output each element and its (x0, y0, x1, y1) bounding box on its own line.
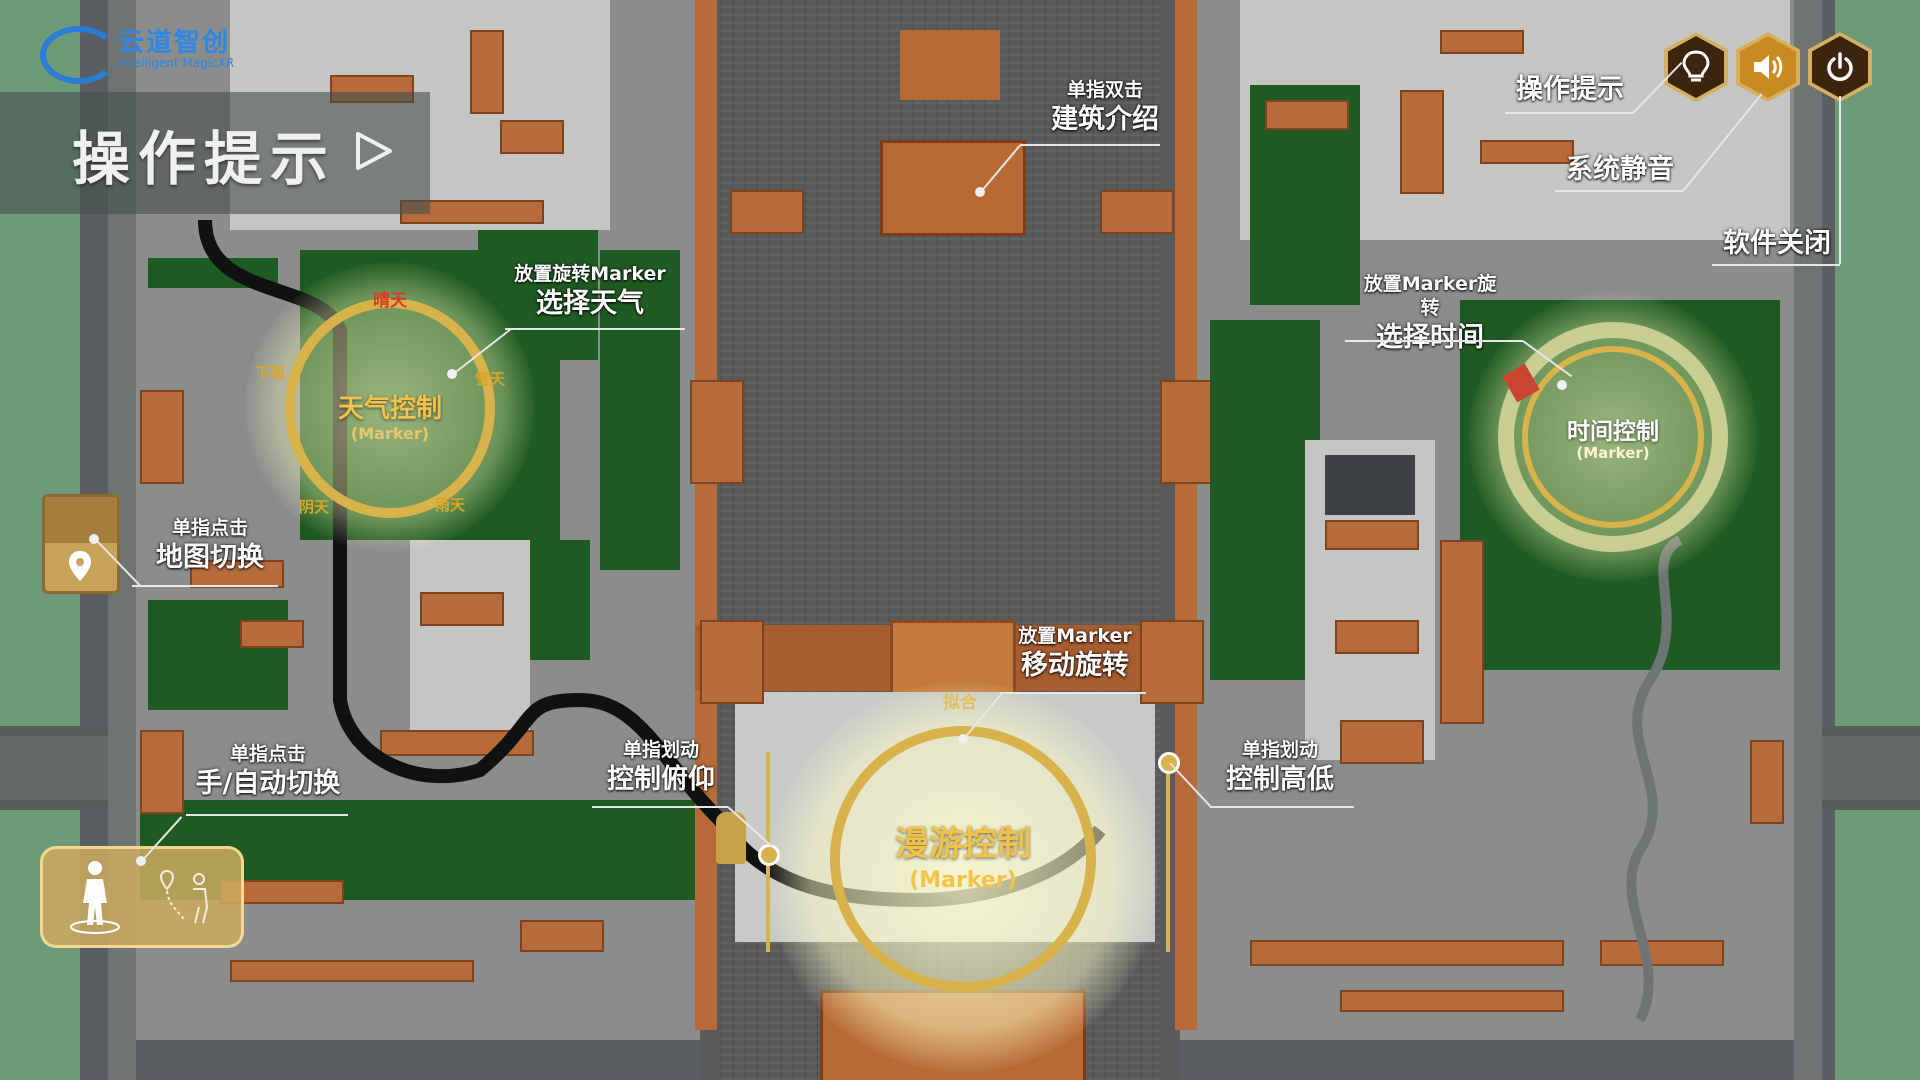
weather-rule (505, 328, 685, 330)
building (1600, 940, 1724, 966)
map-switch-button[interactable] (42, 494, 120, 594)
lawn (1210, 320, 1320, 680)
page-title: 操作提示 (72, 125, 337, 193)
weather-option-rain[interactable]: 雨天 (434, 496, 465, 514)
play-icon[interactable] (352, 130, 394, 172)
weather-dot (447, 369, 457, 379)
logo-tagline: Intelligent MagicXR (118, 56, 235, 70)
close-leader (1839, 96, 1841, 264)
hint-rule (1505, 112, 1633, 114)
weather-option-cloudy[interactable]: 阴天 (298, 498, 329, 516)
weather-option-sunny[interactable]: 晴天 (373, 291, 407, 311)
mode-switch-rule (186, 814, 348, 816)
height-rule (1210, 806, 1354, 808)
east-side-hall (1160, 380, 1214, 484)
time-marker-inner (1522, 346, 1704, 528)
building (140, 730, 184, 814)
pitch-slider-handle[interactable] (758, 844, 780, 866)
roam-callout: 放置Marker 移动旋转 (1018, 625, 1132, 681)
weather-marker-title: 天气控制 (337, 394, 442, 424)
speaker-icon (1754, 55, 1783, 79)
lawn (148, 600, 288, 710)
mute-label: 系统静音 (1566, 154, 1674, 185)
mute-rule (1555, 190, 1683, 192)
building (700, 620, 764, 704)
building (420, 592, 504, 626)
weather-marker[interactable] (285, 298, 495, 518)
building (1400, 90, 1444, 194)
building (140, 390, 184, 484)
wuying-compound (410, 540, 530, 740)
close-label: 软件关闭 (1723, 228, 1831, 259)
mode-switch-dot (136, 856, 146, 866)
building (190, 560, 284, 588)
lawn (600, 250, 680, 570)
time-dot (1557, 380, 1567, 390)
roam-dot (958, 734, 968, 744)
building (1140, 620, 1204, 704)
weather-marker-sub: (Marker) (350, 424, 430, 443)
close-rule (1712, 264, 1840, 266)
building-intro-dot (975, 187, 985, 197)
building (1340, 720, 1424, 764)
roam-marker-sub: (Marker) (909, 868, 1017, 893)
west-side-hall (690, 380, 744, 484)
hint-label: 操作提示 (1516, 74, 1624, 105)
roam-rule (1000, 692, 1146, 694)
building (1100, 190, 1174, 234)
location-pin-icon (69, 551, 91, 581)
building (1750, 740, 1784, 824)
roam-marker-title: 漫游控制 (895, 824, 1031, 864)
building (1265, 100, 1349, 130)
building-roof (1325, 455, 1415, 515)
height-callout: 单指划动 控制高低 (1226, 739, 1334, 795)
building (230, 960, 474, 982)
weather-callout: 放置旋转Marker 选择天气 (514, 263, 666, 319)
roam-marker[interactable] (830, 726, 1096, 992)
map-switch-callout: 单指点击 地图切换 (156, 517, 264, 573)
axis-wall-west (695, 0, 717, 1030)
map-thumbnail (45, 497, 117, 543)
pitch-callout: 单指划动 控制俯仰 (607, 739, 715, 795)
walking-person-icon (70, 861, 120, 934)
height-slider-track[interactable] (1166, 752, 1170, 952)
time-rule (1345, 340, 1523, 342)
building (1250, 940, 1564, 966)
time-callout: 放置Marker旋转 选择时间 (1363, 273, 1497, 353)
right-greenbelt (1835, 0, 1920, 1080)
building (240, 620, 304, 648)
weather-option-snow[interactable]: 雪天 (474, 370, 505, 388)
building (470, 30, 504, 114)
taihe-hall[interactable] (880, 140, 1026, 236)
building (1335, 620, 1419, 654)
building (1440, 30, 1524, 54)
power-icon (1827, 52, 1853, 81)
building (520, 920, 604, 952)
lightbulb-icon (1682, 50, 1710, 82)
building (1340, 990, 1564, 1012)
building-intro-callout: 单指双击 建筑介绍 (1051, 79, 1159, 135)
lawn (380, 840, 700, 900)
map-switch-dot (89, 534, 99, 544)
company-logo: 云道智创 Intelligent MagicXR (40, 20, 260, 84)
logo-name: 云道智创 (118, 28, 231, 58)
time-marker-sub: (Marker) (1576, 444, 1650, 462)
building (1440, 540, 1484, 724)
weather-option-rainfall[interactable]: 下雨 (255, 364, 286, 382)
east-moat (1794, 0, 1822, 1080)
auto-walk-icon (159, 869, 209, 924)
building (500, 120, 564, 154)
zhonghe-hall (900, 30, 1000, 100)
pitch-rule (592, 806, 728, 808)
building-intro-rule (1020, 144, 1160, 146)
building (730, 190, 804, 234)
building (1325, 520, 1419, 550)
building (1480, 140, 1574, 164)
mode-switch-callout: 单指点击 手/自动切换 (195, 743, 341, 799)
roam-marker-top-text: 拟合 (943, 693, 977, 713)
time-marker-title: 时间控制 (1567, 419, 1659, 445)
map-switch-rule (132, 585, 278, 587)
logo-icon (40, 26, 118, 84)
